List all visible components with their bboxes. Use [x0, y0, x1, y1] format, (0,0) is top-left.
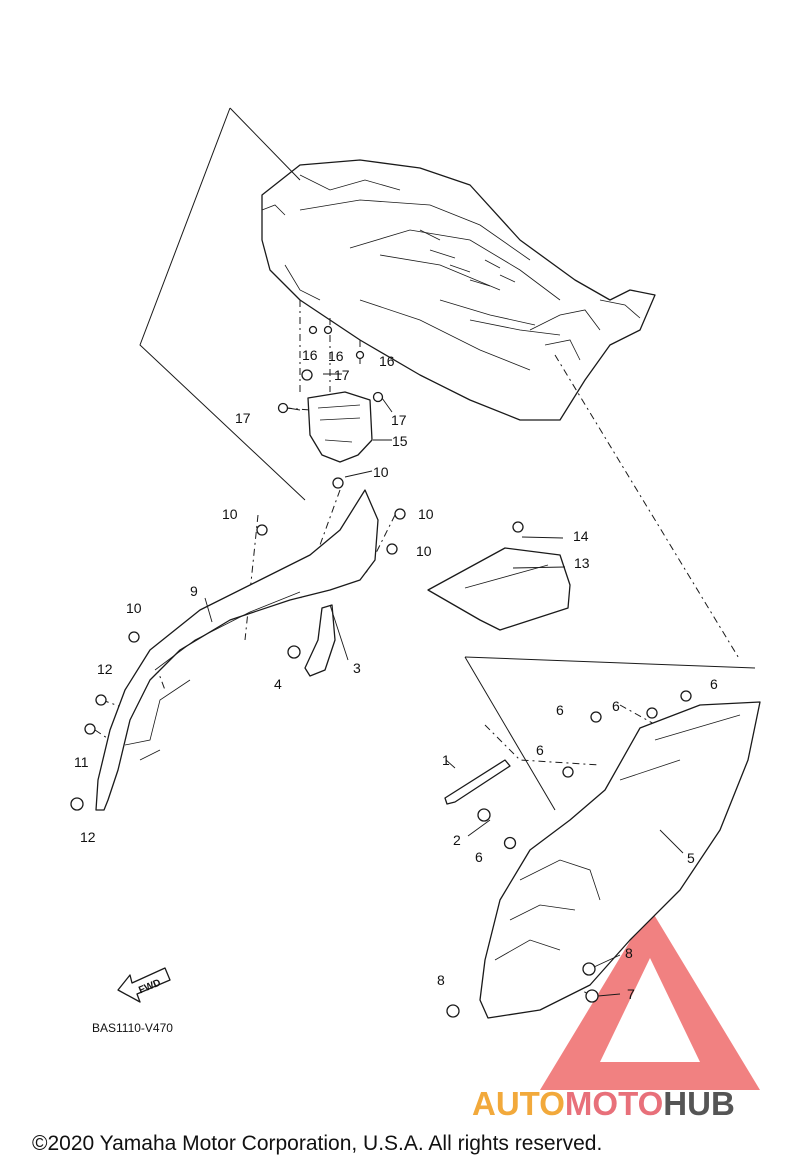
bolt-11 [84, 723, 96, 735]
screw-6e [503, 836, 517, 850]
screw-10d [386, 543, 398, 555]
callout-13: 13 [574, 555, 590, 571]
callout-17a: 17 [334, 367, 350, 383]
callout-7: 7 [627, 986, 635, 1002]
screw-6d [562, 766, 574, 778]
callout-numbers: 1 2 3 4 5 6 6 6 6 6 7 8 8 9 10 10 10 10 … [74, 347, 718, 1002]
screw-6b [646, 707, 658, 719]
frame-assembly [261, 159, 656, 421]
callout-10b: 10 [222, 506, 238, 522]
callout-16c: 16 [379, 353, 395, 369]
bolt-2 [477, 808, 491, 822]
nut-16a [308, 325, 318, 335]
callout-6e: 6 [475, 849, 483, 865]
callout-10e: 10 [126, 600, 142, 616]
screw-7 [585, 989, 599, 1003]
nut-8b [446, 1004, 460, 1018]
callout-8a: 8 [625, 945, 633, 961]
fwd-arrow-icon: FWD [117, 967, 171, 1003]
part-13-cover [427, 547, 571, 631]
bolt-17a [301, 369, 313, 381]
drawing-code: BAS1110-V470 [92, 1021, 173, 1035]
bolt-12b [70, 797, 84, 811]
screw-10a [332, 477, 344, 489]
callout-8b: 8 [437, 972, 445, 988]
watermark-triangle [540, 908, 760, 1090]
watermark-text-auto: AUTO [472, 1085, 565, 1122]
screw-6a [590, 711, 602, 723]
callout-9: 9 [190, 583, 198, 599]
screw-10e [128, 631, 140, 643]
callout-5: 5 [687, 850, 695, 866]
part-3-bracket [304, 604, 336, 677]
callout-11: 11 [74, 754, 89, 770]
callout-6b: 6 [612, 698, 620, 714]
screw-14 [512, 521, 524, 533]
nut-16c [355, 350, 365, 360]
callout-3: 3 [353, 660, 361, 676]
screw-10c [394, 508, 406, 520]
part-5-side-panel [479, 701, 761, 1019]
callout-6a: 6 [556, 702, 564, 718]
screw-10b [256, 524, 268, 536]
callout-10d: 10 [416, 543, 432, 559]
callout-16a: 16 [302, 347, 318, 363]
bolt-12a [95, 694, 107, 706]
callout-10c: 10 [418, 506, 434, 522]
callout-16b: 16 [328, 348, 344, 364]
callout-17c: 17 [391, 412, 407, 428]
callout-17b: 17 [235, 410, 251, 426]
watermark-text-hub: HUB [663, 1085, 735, 1122]
nut-16b [323, 325, 333, 335]
watermark-logo [540, 908, 760, 1090]
callout-14: 14 [573, 528, 589, 544]
part-9-side-panel [95, 489, 379, 811]
callout-10a: 10 [373, 464, 389, 480]
watermark-text-moto: MOTO [565, 1085, 663, 1122]
callout-2: 2 [453, 832, 461, 848]
bolt-17b [277, 402, 289, 414]
part-1-strip [444, 759, 511, 805]
callout-12b: 12 [80, 829, 96, 845]
callout-6c: 6 [710, 676, 718, 692]
bolt-4 [287, 645, 301, 659]
screw-6c [680, 690, 692, 702]
leader-lines [204, 373, 684, 997]
callout-4: 4 [274, 676, 282, 692]
reference-frames [139, 107, 756, 811]
copyright-notice: ©2020 Yamaha Motor Corporation, U.S.A. A… [32, 1132, 602, 1155]
bolt-17c [372, 391, 384, 403]
callout-6d: 6 [536, 742, 544, 758]
callout-12a: 12 [97, 661, 113, 677]
callout-15: 15 [392, 433, 408, 449]
callout-1: 1 [442, 752, 450, 768]
nut-8a [582, 962, 596, 976]
watermark-text: AUTOMOTOHUB [472, 1085, 735, 1122]
fasteners [70, 325, 692, 1018]
part-15-cover [307, 391, 373, 463]
